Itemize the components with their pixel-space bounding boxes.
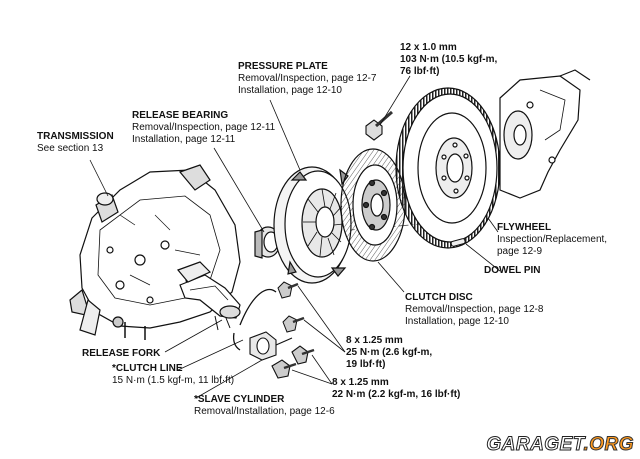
release-bearing-title: RELEASE BEARING [132, 110, 229, 121]
release-fork-title: RELEASE FORK [82, 348, 161, 359]
bolt-b-label: 8 x 1.25 mm 22 N·m (2.2 kgf-m, 16 lbf·ft… [332, 377, 460, 401]
bolt-a-label: 8 x 1.25 mm 25 N·m (2.6 kgf-m, 19 lbf·ft… [346, 335, 432, 371]
flywheel-bolt-torque-1: 103 N·m (10.5 kgf-m, [400, 54, 498, 65]
release-bearing-ref-2: Installation, page 12-11 [132, 134, 236, 145]
pressure-plate-ref-1: Removal/Inspection, page 12-7 [238, 73, 377, 84]
transmission-ref: See section 13 [37, 143, 104, 154]
clutch-line-title: *CLUTCH LINE [112, 363, 183, 374]
dowel-pin-part [450, 238, 466, 247]
release-fork-part [176, 261, 241, 331]
clutch-line-part [232, 288, 277, 351]
clutch-disc-label: CLUTCH DISC Removal/Inspection, page 12-… [405, 292, 543, 328]
flywheel-ref-1: Inspection/Replacement, [497, 234, 608, 245]
leader-lines [89, 75, 501, 399]
slave-cylinder-label: *SLAVE CYLINDER Removal/Installation, pa… [194, 394, 335, 418]
flywheel-part [395, 87, 501, 249]
dowel-pin-label: DOWEL PIN [484, 265, 540, 277]
flywheel-bolt [365, 110, 393, 141]
bolt-b-size: 8 x 1.25 mm [332, 377, 389, 388]
bolt-a-torque-1: 25 N·m (2.6 kgf-m, [346, 347, 433, 358]
clutch-disc-part [340, 148, 406, 262]
clutch-line-torque: 15 N·m (1.5 kgf-m, 11 lbf·ft) [112, 375, 235, 386]
flywheel-label: FLYWHEEL Inspection/Replacement, page 12… [497, 222, 607, 258]
flywheel-title: FLYWHEEL [497, 222, 552, 233]
bolt-a-size: 8 x 1.25 mm [346, 335, 403, 346]
slave-cylinder-part [249, 331, 315, 379]
dowel-pin-title: DOWEL PIN [484, 265, 541, 276]
release-fork-label: RELEASE FORK [82, 348, 160, 360]
pressure-plate-title: PRESSURE PLATE [238, 61, 328, 72]
pressure-plate-label: PRESSURE PLATE Removal/Inspection, page … [238, 61, 376, 97]
transmission-label: TRANSMISSION See section 13 [37, 131, 114, 155]
clutch-disc-title: CLUTCH DISC [405, 292, 473, 303]
engine-block [499, 69, 591, 199]
pressure-plate-bolts [277, 281, 305, 333]
watermark-part1: GARAGET [486, 434, 584, 456]
watermark-logo: GARAGET.ORG [486, 434, 634, 456]
pressure-plate-ref-2: Installation, page 12-10 [238, 85, 342, 96]
pressure-plate-part [273, 166, 352, 284]
clutch-disc-ref-2: Installation, page 12-10 [405, 316, 509, 327]
clutch-line-label: *CLUTCH LINE 15 N·m (1.5 kgf-m, 11 lbf·f… [112, 363, 234, 387]
flywheel-bolt-torque-2: 76 lbf·ft) [400, 66, 440, 77]
flywheel-ref-2: page 12-9 [497, 246, 543, 257]
watermark-part2: .ORG [583, 434, 634, 456]
slave-cylinder-title: *SLAVE CYLINDER [194, 394, 285, 405]
transmission-housing [69, 164, 241, 340]
slave-cylinder-ref: Removal/Installation, page 12-6 [194, 406, 335, 417]
clutch-disc-ref-1: Removal/Inspection, page 12-8 [405, 304, 544, 315]
flywheel-bolt-size: 12 x 1.0 mm [400, 42, 457, 53]
release-bearing-ref-1: Removal/Inspection, page 12-11 [132, 122, 276, 133]
release-bearing-label: RELEASE BEARING Removal/Inspection, page… [132, 110, 275, 146]
transmission-title: TRANSMISSION [37, 131, 114, 142]
bolt-b-torque: 22 N·m (2.2 kgf-m, 16 lbf·ft) [332, 389, 461, 400]
flywheel-bolt-label: 12 x 1.0 mm 103 N·m (10.5 kgf-m, 76 lbf·… [400, 42, 497, 78]
bolt-a-torque-2: 19 lbf·ft) [346, 359, 386, 370]
